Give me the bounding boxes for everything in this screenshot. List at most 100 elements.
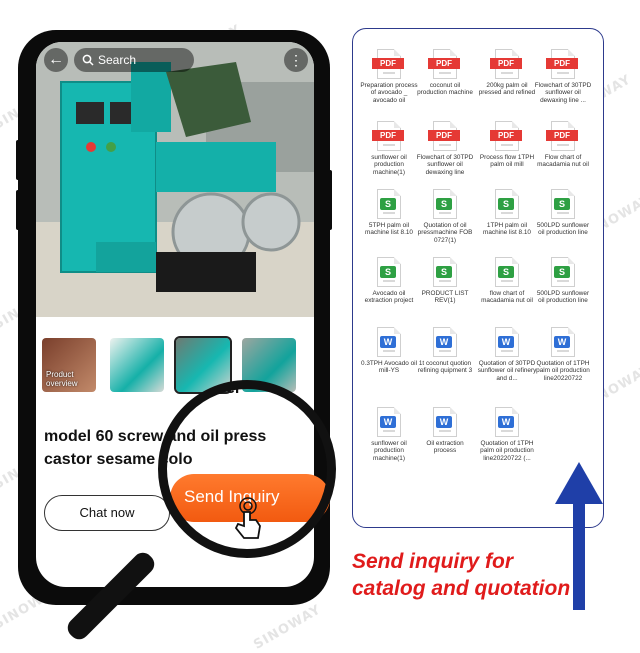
- file-item[interactable]: PDF Process flow 1TPH palm oil mill: [477, 121, 537, 169]
- more-dots-icon[interactable]: ⋮: [284, 48, 308, 72]
- file-type-badge: PDF: [372, 130, 404, 141]
- file-name: sunflower oil production machine(1): [371, 440, 407, 462]
- file-name: Flow chart of macadamia nut oil: [537, 154, 589, 169]
- file-item[interactable]: PDF sunflower oil production machine(1): [359, 121, 419, 176]
- search-label: Search: [98, 53, 137, 67]
- product-image[interactable]: ← Search ⋮: [36, 42, 314, 317]
- catalog-file-panel: PDF Preparation process of avocado _ avoc…: [352, 28, 604, 528]
- file-item[interactable]: W Oil extraction process: [415, 407, 475, 455]
- file-type-badge: S: [436, 266, 452, 278]
- file-item[interactable]: PDF Flowchart of 30TPD sunflower oil dewa…: [533, 49, 593, 104]
- file-lines: [557, 212, 569, 214]
- pdf-file-icon: PDF: [490, 121, 522, 151]
- file-lines: [501, 212, 513, 214]
- thumbnail-2[interactable]: [110, 338, 164, 392]
- file-type-badge: PDF: [546, 130, 578, 141]
- oil-press-illustration: [36, 42, 314, 317]
- file-type-badge: PDF: [490, 58, 522, 69]
- product-title-line-2: castor sesame colo: [44, 451, 193, 468]
- pdf-file-icon: PDF: [428, 121, 460, 151]
- search-input[interactable]: Search: [74, 48, 194, 72]
- file-lines: [439, 144, 451, 146]
- back-arrow-icon[interactable]: ←: [44, 48, 68, 72]
- file-name: Preparation process of avocado _ avocado…: [360, 82, 418, 104]
- file-item[interactable]: PDF Flow chart of macadamia nut oil: [533, 121, 593, 169]
- file-item[interactable]: PDF 200kg palm oil pressed and refined: [477, 49, 537, 97]
- file-item[interactable]: S 500LPD sunflower oil production line: [533, 257, 593, 305]
- file-name: Avocado oil extraction project: [364, 290, 414, 305]
- file-name: sunflower oil production machine(1): [371, 154, 407, 176]
- file-type-badge: W: [436, 416, 452, 428]
- file-lines: [383, 350, 395, 352]
- file-type-badge: S: [554, 266, 570, 278]
- file-lines: [383, 212, 395, 214]
- pdf-file-icon: PDF: [490, 49, 522, 79]
- file-name: 500LPD sunflower oil production line: [536, 290, 590, 305]
- file-type-badge: S: [380, 198, 396, 210]
- pdf-file-icon: PDF: [428, 49, 460, 79]
- phone-frame: ← Search ⋮ Product overview el model: [18, 30, 330, 605]
- file-type-badge: PDF: [372, 58, 404, 69]
- thumbnail-1[interactable]: Product overview: [42, 338, 96, 392]
- file-item[interactable]: W Quotation of 1TPH palm oil production l…: [533, 327, 593, 382]
- file-name: 200kg palm oil pressed and refined: [478, 82, 536, 97]
- pdf-file-icon: PDF: [546, 121, 578, 151]
- up-arrow-shaft: [573, 500, 585, 610]
- file-lines: [439, 212, 451, 214]
- file-type-badge: W: [380, 416, 396, 428]
- file-item[interactable]: PDF Preparation process of avocado _ avoc…: [359, 49, 419, 104]
- file-name: Flowchart of 30TPD sunflower oil dewaxin…: [416, 154, 474, 176]
- watermark: SINOWAY: [251, 602, 324, 653]
- thumbnail-strip: Product overview: [36, 332, 314, 394]
- file-lines: [439, 430, 451, 432]
- file-lines: [383, 72, 395, 74]
- file-type-badge: PDF: [428, 130, 460, 141]
- file-type-badge: PDF: [428, 58, 460, 69]
- file-type-badge: PDF: [546, 58, 578, 69]
- chat-now-button[interactable]: Chat now: [44, 495, 170, 531]
- search-icon: [82, 54, 94, 66]
- caption-line-2: catalog and quotation: [352, 577, 571, 600]
- file-lines: [383, 144, 395, 146]
- file-lines: [501, 280, 513, 282]
- file-type-badge: W: [498, 336, 514, 348]
- file-name: Oil extraction process: [426, 440, 464, 455]
- file-name: 0.3TPH Avocado oil mill-YS: [360, 360, 417, 375]
- file-name: Process flow 1TPH palm oil mill: [479, 154, 535, 169]
- file-name: flow chart of macadamia nut oil: [481, 290, 533, 305]
- file-lines: [557, 144, 569, 146]
- spreadsheet-file-icon: S: [495, 257, 519, 287]
- word-file-icon: W: [377, 407, 401, 437]
- file-type-badge: PDF: [490, 130, 522, 141]
- file-name: Quotation of 1TPH palm oil production li…: [536, 360, 590, 382]
- file-type-badge: S: [498, 198, 514, 210]
- spreadsheet-file-icon: S: [495, 189, 519, 219]
- spreadsheet-file-icon: S: [433, 257, 457, 287]
- file-lines: [501, 350, 513, 352]
- file-lines: [383, 280, 395, 282]
- up-arrow-icon: [555, 462, 603, 504]
- file-name: 1t coconut quotion refining quipment 3: [417, 360, 473, 375]
- file-item[interactable]: PDF Flowchart of 30TPD sunflower oil dewa…: [415, 121, 475, 176]
- promo-caption: Send inquiry for catalog and quotation: [352, 548, 570, 602]
- file-name: Flowchart of 30TPD sunflower oil dewaxin…: [534, 82, 592, 104]
- file-lines: [501, 430, 513, 432]
- thumbnail-label: Product overview: [46, 370, 78, 388]
- spreadsheet-file-icon: S: [433, 189, 457, 219]
- file-lines: [439, 280, 451, 282]
- file-lines: [383, 430, 395, 432]
- word-file-icon: W: [551, 327, 575, 357]
